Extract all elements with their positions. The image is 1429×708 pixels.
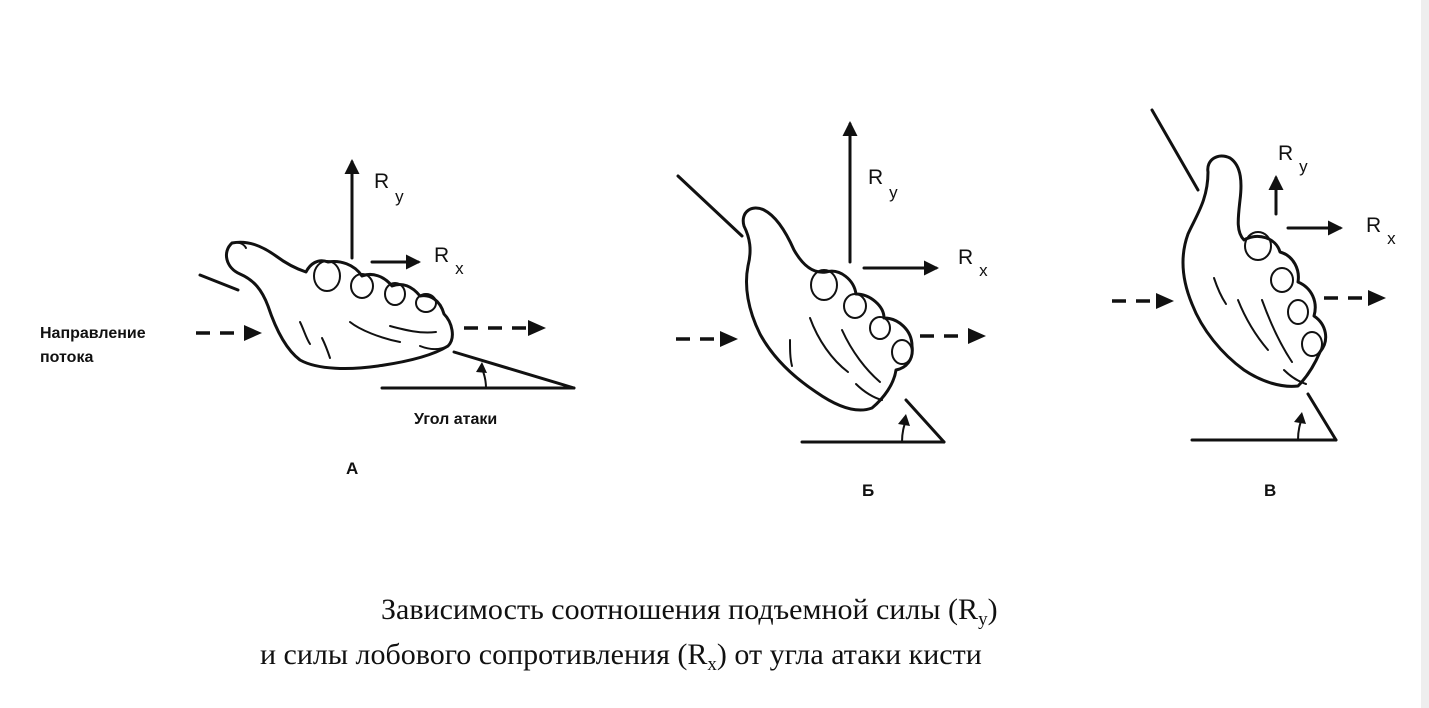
hand-a-illustration <box>198 240 454 370</box>
angle-of-attack-c <box>1190 392 1338 442</box>
figure-label-b: Б <box>862 481 874 500</box>
drag-label-a: Rx <box>434 244 464 278</box>
lift-label-b: Ry <box>868 166 898 202</box>
figure-c: Ry Rx В <box>1112 108 1396 500</box>
flow-arrowhead-in-b <box>720 331 738 347</box>
caption-line-1: Зависимость соотношения подъемной силы (… <box>381 592 998 638</box>
hand-b-illustration <box>676 174 914 412</box>
caption-line-1-end: ) <box>987 593 998 626</box>
flow-arrowhead-out-c <box>1368 290 1386 306</box>
figure-label-a: А <box>346 459 358 478</box>
flow-direction-label-line2: потока <box>40 349 93 366</box>
flow-arrowhead-in-a <box>244 325 262 341</box>
page-edge <box>1421 0 1429 708</box>
drag-label-c: Rx <box>1366 214 1396 248</box>
flow-direction-label: Направление <box>40 325 146 342</box>
caption-line-2-sub: x <box>707 654 717 675</box>
angle-of-attack-label: Угол атаки <box>414 411 497 428</box>
hand-force-diagram: Ry Rx Направление потока Угол атаки <box>40 108 1396 500</box>
caption-line-2-end: ) от угла атаки кисти <box>716 638 982 671</box>
caption-line-2-text: и силы лобового сопротивления (R <box>260 638 708 671</box>
caption-line-1-text: Зависимость соотношения подъемной силы (… <box>381 593 979 626</box>
lift-label-a: Ry <box>374 170 404 206</box>
hand-c-illustration <box>1150 108 1328 388</box>
flow-arrowhead-out-a <box>528 320 546 336</box>
flow-arrowhead-in-c <box>1156 293 1174 309</box>
caption-line-1-sub: y <box>978 609 988 630</box>
angle-of-attack-b <box>800 398 946 444</box>
lift-label-c: Ry <box>1278 142 1308 176</box>
drag-label-b: Rx <box>958 246 988 280</box>
figure-label-c: В <box>1264 481 1276 500</box>
flow-arrowhead-out-b <box>968 328 986 344</box>
figure-b: Ry Rx Б <box>676 121 988 500</box>
angle-of-attack-a <box>380 350 576 390</box>
figure-a: Ry Rx Направление потока Угол атаки <box>40 159 576 478</box>
caption-line-2: и силы лобового сопротивления (Rx) от уг… <box>260 637 982 683</box>
